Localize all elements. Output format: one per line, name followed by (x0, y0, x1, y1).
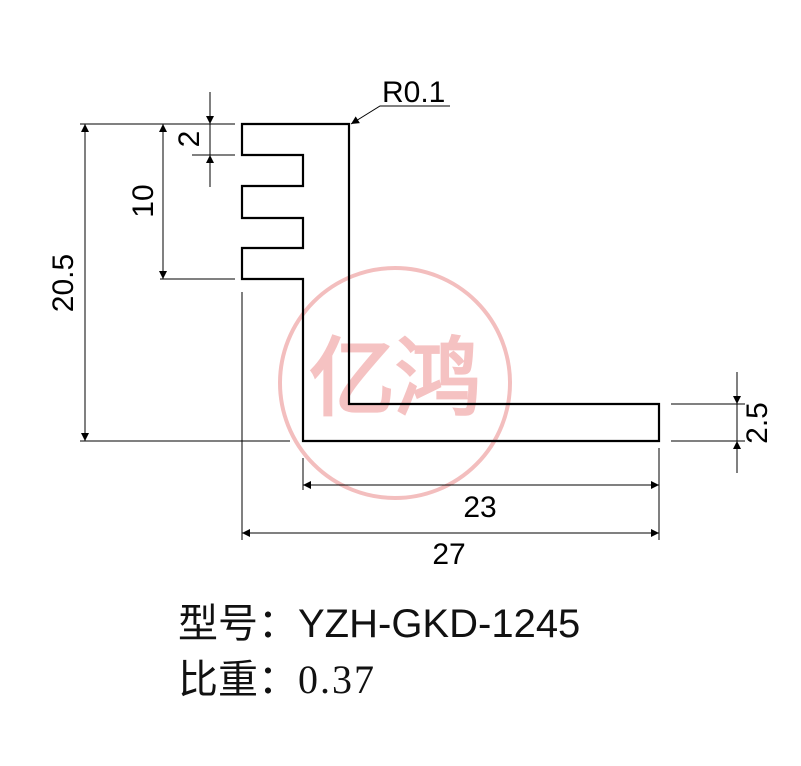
ratio-caption: 比重：0.37 (178, 657, 376, 703)
profile-outline (240, 122, 661, 443)
ratio-label: 比重： (178, 657, 298, 703)
dim-fin-span: 10 (127, 184, 160, 217)
watermark-logo: 亿鸿 (278, 266, 512, 500)
dim-total-width: 27 (432, 538, 465, 571)
model-value: YZH-GKD-1245 (298, 602, 581, 646)
watermark-text: 亿鸿 (309, 329, 481, 429)
extension-lines (80, 123, 745, 540)
model-caption: 型号：YZH-GKD-1245 (178, 604, 580, 644)
dim-inner-width: 23 (463, 491, 496, 524)
dim-base-thickness: 2.5 (741, 402, 774, 444)
dim-fin-thickness: 2 (173, 131, 206, 148)
radius-label: R0.1 (382, 76, 445, 109)
ratio-value: 0.37 (298, 657, 376, 702)
model-label: 型号： (178, 601, 298, 647)
radius-leader (350, 105, 450, 125)
dim-total-height: 20.5 (47, 254, 80, 312)
